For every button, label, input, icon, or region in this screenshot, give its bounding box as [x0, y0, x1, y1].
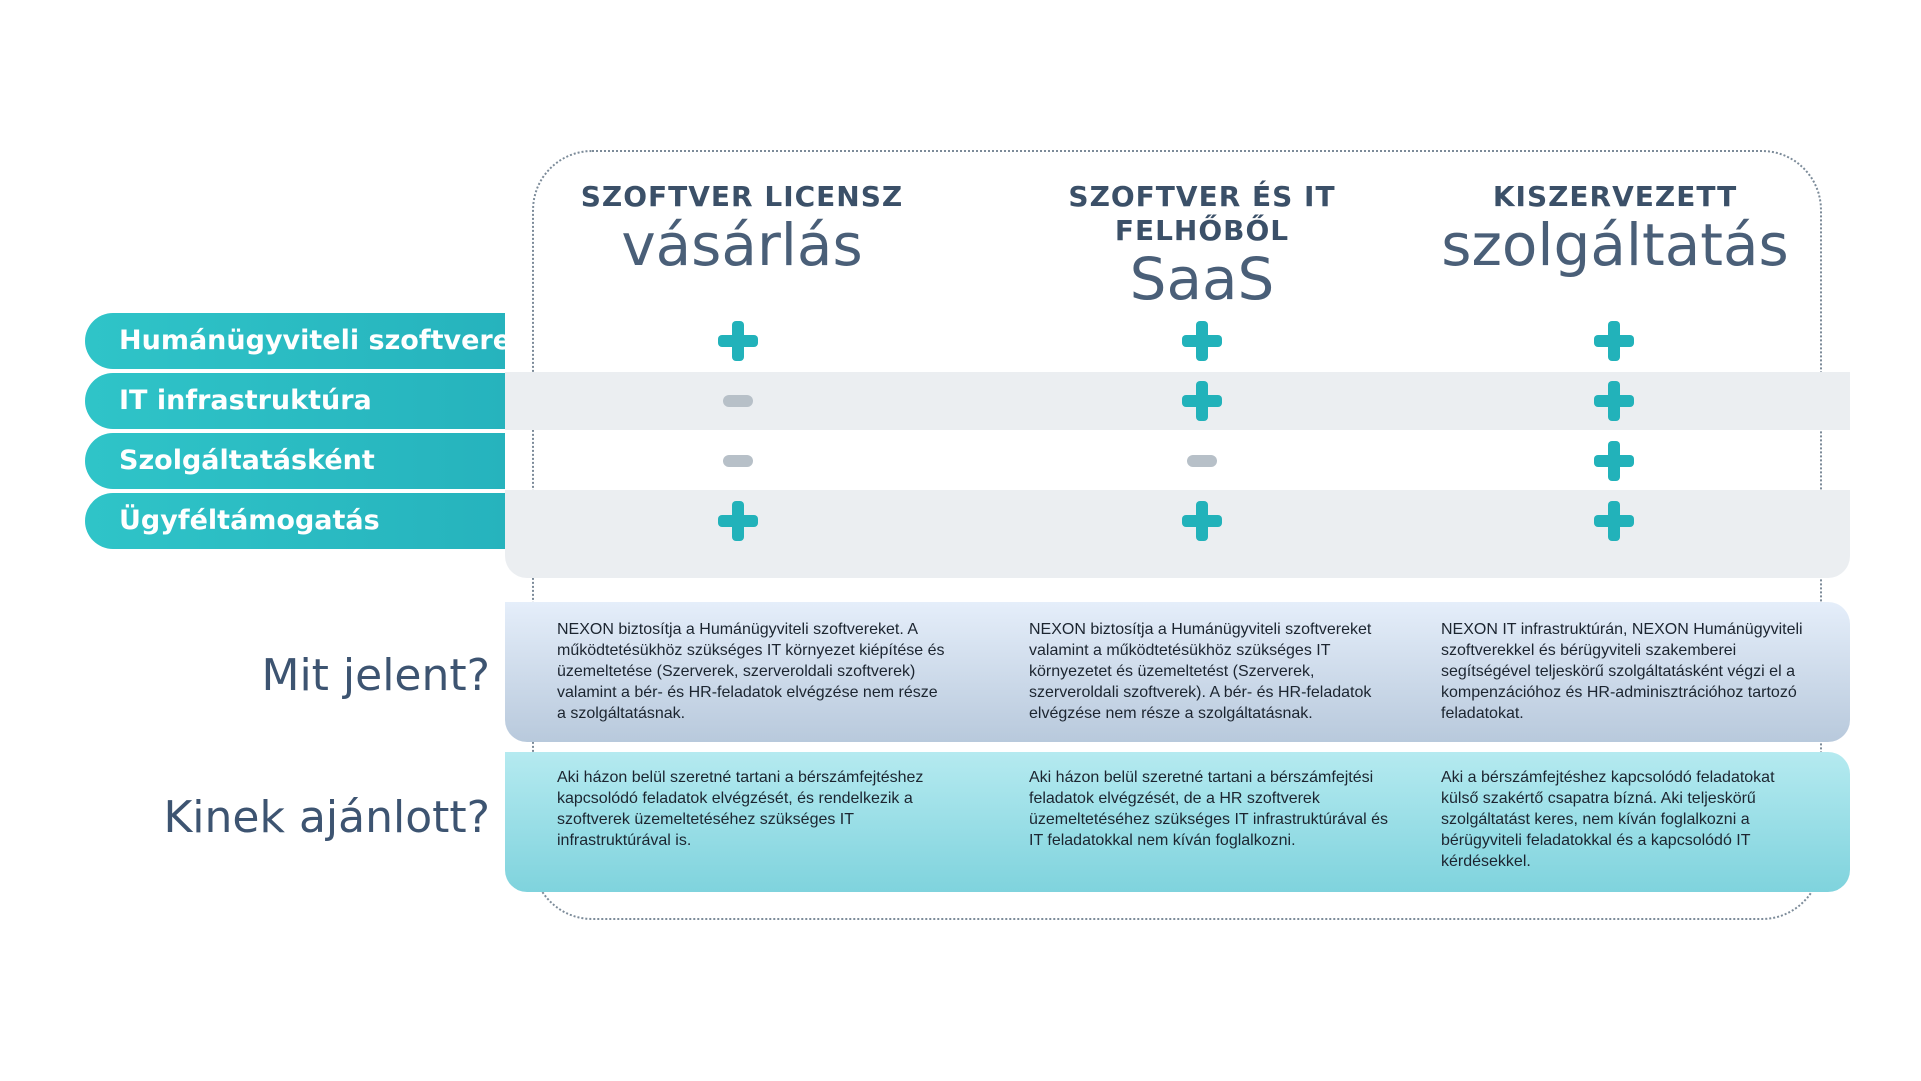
column-header-license: SZOFTVER LICENSZ vásárlás: [532, 180, 952, 276]
recommended-text-outsourced: Aki a bérszámfejtéshez kapcsolódó felada…: [1441, 769, 1775, 870]
plus-icon: [716, 499, 760, 543]
plus-icon: [1180, 499, 1224, 543]
row-stripe-support: [505, 490, 1850, 578]
row-label-hr-software: Humánügyviteli szoftverek: [85, 313, 529, 369]
column-header-top: SZOFTVER ÉS IT FELHŐBŐL: [1068, 180, 1336, 247]
plus-icon: [716, 319, 760, 363]
meaning-text-license: NEXON biztosítja a Humánügyviteli szoftv…: [557, 621, 945, 722]
plus-icon: [1592, 319, 1636, 363]
meaning-row: [505, 602, 1850, 742]
column-header-top: KISZERVEZETT: [1492, 180, 1738, 213]
column-header-outsourced: KISZERVEZETT szolgáltatás: [1405, 180, 1825, 276]
plus-icon: [1592, 439, 1636, 483]
recommended-question: Kinek ajánlott?: [163, 792, 490, 843]
minus-icon: [723, 395, 753, 407]
plus-icon: [1592, 499, 1636, 543]
row-label-as-service: Szolgáltatásként: [85, 433, 505, 489]
recommended-question-wrap: Kinek ajánlott?: [150, 792, 490, 843]
minus-icon: [723, 455, 753, 467]
column-header-top: SZOFTVER LICENSZ: [580, 180, 904, 213]
meaning-text-outsourced: NEXON IT infrastruktúrán, NEXON Humánügy…: [1441, 621, 1803, 722]
recommended-text-license: Aki házon belül szeretné tartani a bérsz…: [557, 769, 924, 849]
meaning-question-wrap: Mit jelent?: [200, 650, 490, 701]
row-label-it-infrastructure: IT infrastruktúra: [85, 373, 505, 429]
column-header-saas: SZOFTVER ÉS IT FELHŐBŐL SaaS: [992, 180, 1412, 310]
recommended-row: [505, 752, 1850, 892]
column-header-big: szolgáltatás: [1441, 211, 1789, 279]
meaning-text-saas: NEXON biztosítja a Humánügyviteli szoftv…: [1029, 621, 1372, 722]
minus-icon: [1187, 455, 1217, 467]
plus-icon: [1180, 319, 1224, 363]
row-stripe-it: [505, 372, 1850, 430]
plus-icon: [1592, 379, 1636, 423]
plus-icon: [1180, 379, 1224, 423]
row-label-customer-support: Ügyféltámogatás: [85, 493, 505, 549]
column-header-big: SaaS: [1129, 245, 1275, 313]
meaning-question: Mit jelent?: [261, 650, 490, 701]
recommended-text-saas: Aki házon belül szeretné tartani a bérsz…: [1029, 769, 1388, 849]
column-header-big: vásárlás: [621, 211, 863, 279]
